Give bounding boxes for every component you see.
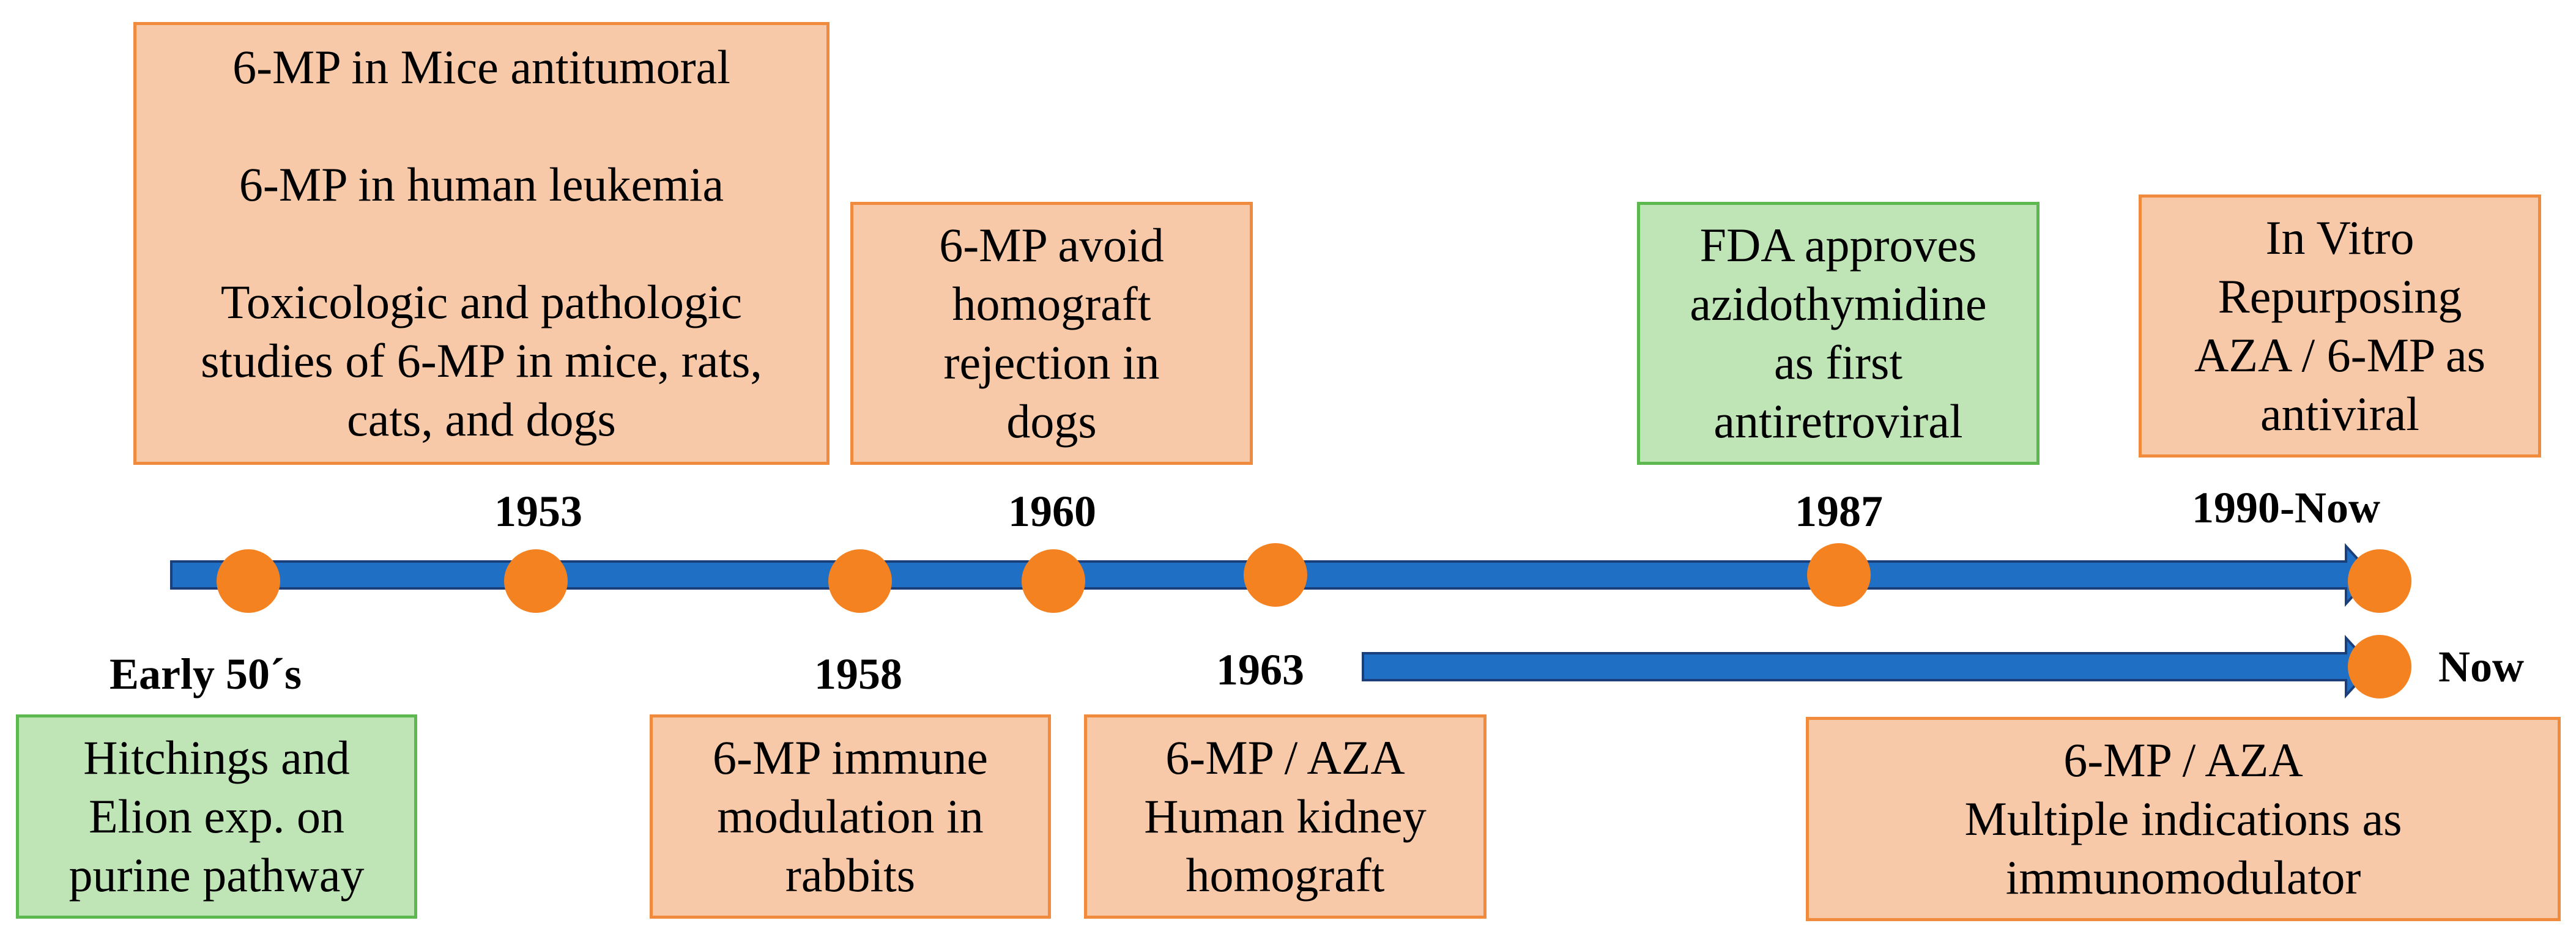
event-text-line: 6-MP / AZA [1165, 731, 1405, 784]
event-text-line: rabbits [785, 848, 916, 902]
event-text-line: Elion exp. on [88, 790, 345, 843]
event-box-1953: 6-MP in Mice antitumoral 6-MP in human l… [133, 22, 830, 465]
event-box-1958: 6-MP immune modulation in rabbits [650, 714, 1051, 919]
event-box-1990now: In Vitro Repurposing AZA / 6-MP as antiv… [2139, 195, 2541, 458]
year-label-1958: 1958 [814, 650, 902, 699]
event-text-line: homograft [952, 277, 1151, 330]
year-label-1960: 1960 [1008, 487, 1096, 536]
event-text-line: as first [1773, 336, 1903, 389]
event-text-line: dogs [1006, 395, 1097, 448]
event-box-now: 6-MP / AZA Multiple indications as immun… [1806, 717, 2561, 921]
event-text-line: 6-MP avoid [939, 218, 1164, 272]
event-text-line: modulation in [717, 790, 984, 843]
event-text-line: 6-MP in human leukemia [239, 158, 724, 211]
event-text-line: Toxicologic and pathologic [220, 275, 743, 328]
year-label-1953: 1953 [494, 487, 582, 536]
year-label-1987: 1987 [1795, 487, 1883, 536]
year-label-1990now: 1990-Now [2192, 483, 2380, 532]
timeline-dot-1953 [504, 549, 568, 613]
event-text-line: Repurposing [2218, 270, 2462, 323]
event-text-line: studies of 6-MP in mice, rats, [201, 334, 762, 387]
event-text-line: FDA approves [1699, 218, 1977, 272]
event-text-line: azidothymidine [1690, 277, 1987, 330]
event-text-line: 6-MP immune [713, 731, 988, 784]
event-text-line: antiretroviral [1713, 395, 1963, 448]
now-timeline-arrow [1362, 634, 2374, 699]
event-text-line: cats, and dogs [347, 393, 616, 446]
event-text-line: Hitchings and [83, 731, 350, 784]
event-text-line: 6-MP / AZA [2063, 733, 2303, 787]
event-box-1987: FDA approves azidothymidine as first ant… [1637, 202, 2040, 465]
event-text-line: rejection in [943, 336, 1160, 389]
year-label-1963: 1963 [1216, 645, 1304, 694]
event-text-line: AZA / 6-MP as [2194, 328, 2485, 382]
timeline-dot-1958 [828, 549, 892, 613]
event-text-line: 6-MP in Mice antitumoral [232, 40, 730, 94]
year-label-now: Now [2438, 642, 2524, 691]
event-box-1963: 6-MP / AZA Human kidney homograft [1084, 714, 1487, 919]
timeline-dot-1960 [1022, 549, 1085, 613]
event-text-line: In Vitro [2265, 211, 2415, 264]
timeline-dot-1987 [1807, 543, 1871, 607]
event-box-1960: 6-MP avoid homograft rejection in dogs [850, 202, 1253, 465]
event-text-line: antiviral [2260, 387, 2419, 440]
event-text-line: Multiple indications as [1964, 792, 2402, 845]
timeline-dot-now [2348, 635, 2411, 699]
year-label-early50s: Early 50´s [109, 650, 302, 699]
timeline-dot-early50s [217, 549, 280, 613]
event-box-early50s: Hitchings and Elion exp. on purine pathw… [16, 714, 417, 919]
timeline-dot-1963 [1244, 543, 1307, 607]
event-text-line: Human kidney [1144, 790, 1427, 843]
event-text-line: purine pathway [69, 848, 365, 902]
event-text-line: immunomodulator [2005, 851, 2361, 904]
timeline-dot-1990now [2348, 549, 2411, 613]
event-text-line: homograft [1186, 848, 1385, 902]
